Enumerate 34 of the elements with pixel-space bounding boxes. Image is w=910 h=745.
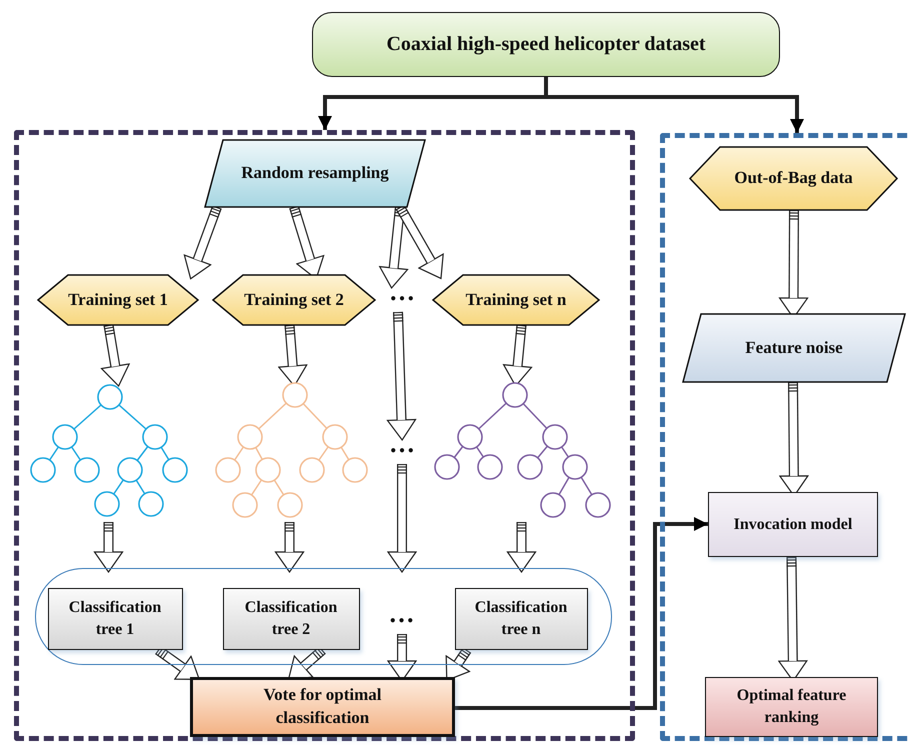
parallelogram-node bbox=[205, 140, 425, 207]
process-box bbox=[454, 588, 588, 650]
process-box bbox=[222, 588, 360, 650]
node-label: Training set 1 bbox=[68, 288, 168, 311]
process-box bbox=[708, 492, 878, 557]
node-label: Optimal feature ranking bbox=[736, 686, 848, 728]
node-label: Invocation model bbox=[732, 514, 854, 535]
node-label: Feature noise bbox=[745, 336, 843, 359]
title-box bbox=[312, 12, 780, 77]
arrow bbox=[455, 517, 708, 710]
hexagon-node bbox=[38, 275, 198, 325]
process-box bbox=[48, 588, 182, 650]
hexagon-node bbox=[690, 147, 897, 210]
rounded-group-outline bbox=[35, 568, 612, 665]
dashed-frame bbox=[660, 133, 910, 741]
node-label: Classification tree n bbox=[474, 598, 568, 640]
ellipsis-text: … bbox=[388, 600, 414, 626]
hexagon-node bbox=[433, 275, 599, 325]
hexagon-node bbox=[213, 275, 375, 325]
node-label: Coaxial high-speed helicopter dataset bbox=[386, 32, 706, 57]
node-label: Classification tree 2 bbox=[244, 598, 338, 640]
ellipsis-text: … bbox=[389, 431, 415, 457]
node-label: Training set n bbox=[466, 288, 566, 311]
arrow bbox=[544, 77, 804, 133]
process-box bbox=[190, 677, 455, 737]
node-label: Vote for optimal classification bbox=[262, 684, 383, 729]
dashed-frame bbox=[14, 130, 635, 741]
node-label: Training set 2 bbox=[244, 288, 344, 311]
node-label: Classification tree 1 bbox=[68, 598, 162, 640]
node-label: Out-of-Bag data bbox=[734, 167, 853, 190]
process-box bbox=[705, 677, 878, 737]
node-label: Random resampling bbox=[241, 162, 389, 184]
ellipsis-text: … bbox=[389, 279, 415, 305]
parallelogram-node bbox=[683, 314, 905, 382]
